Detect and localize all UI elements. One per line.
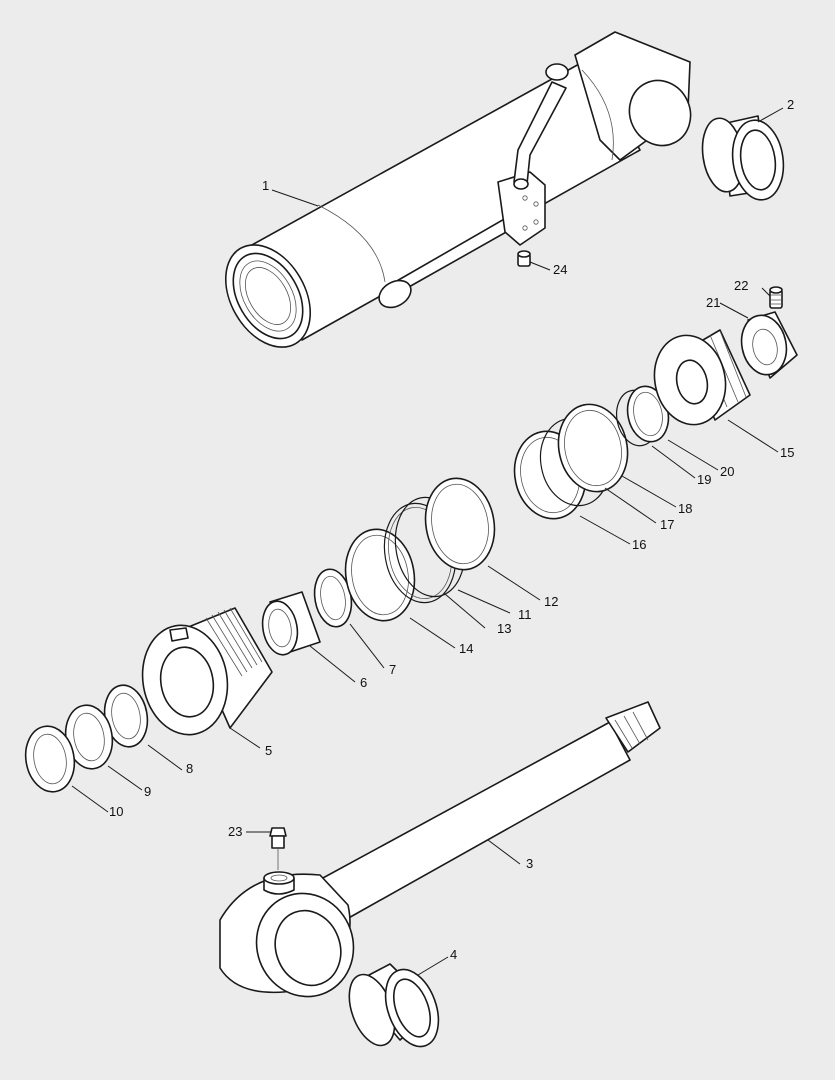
callout-9: 9 bbox=[144, 784, 151, 799]
part-14-backup-ring bbox=[344, 528, 416, 622]
callout-labels: 1 2 3 4 5 6 7 8 9 10 11 12 13 14 15 16 1… bbox=[109, 97, 794, 962]
callout-19: 19 bbox=[697, 472, 711, 487]
part-1-cylinder-barrel bbox=[224, 31, 692, 348]
callout-18: 18 bbox=[678, 501, 692, 516]
part-21-nut bbox=[740, 311, 798, 379]
callout-6: 6 bbox=[360, 675, 367, 690]
part-22-set-screw bbox=[769, 286, 783, 309]
part-15-piston bbox=[653, 329, 751, 426]
part-18-seal bbox=[557, 403, 629, 493]
callout-8: 8 bbox=[186, 761, 193, 776]
callout-5: 5 bbox=[265, 743, 272, 758]
callout-3: 3 bbox=[526, 856, 533, 871]
callout-10: 10 bbox=[109, 804, 123, 819]
callout-23: 23 bbox=[228, 824, 242, 839]
callout-2: 2 bbox=[787, 97, 794, 112]
callout-13: 13 bbox=[497, 621, 511, 636]
callout-15: 15 bbox=[780, 445, 794, 460]
part-10-wiper bbox=[24, 725, 76, 793]
part-12-backup-ring bbox=[424, 477, 496, 571]
callout-20: 20 bbox=[720, 464, 734, 479]
part-5-gland bbox=[141, 607, 273, 736]
part-23-grease-fitting bbox=[269, 827, 287, 870]
callout-1: 1 bbox=[262, 178, 269, 193]
callout-17: 17 bbox=[660, 517, 674, 532]
part-24-plug bbox=[517, 250, 531, 267]
callout-4: 4 bbox=[450, 947, 457, 962]
callout-22: 22 bbox=[734, 278, 748, 293]
callout-12: 12 bbox=[544, 594, 558, 609]
callout-14: 14 bbox=[459, 641, 473, 656]
part-6-bushing bbox=[261, 591, 321, 656]
part-3-piston-rod bbox=[219, 701, 661, 998]
callout-16: 16 bbox=[632, 537, 646, 552]
callout-11: 11 bbox=[518, 607, 532, 622]
callout-24: 24 bbox=[553, 262, 567, 277]
leader-lines bbox=[71, 107, 784, 976]
part-2-bushing bbox=[701, 115, 785, 201]
callout-21: 21 bbox=[706, 295, 720, 310]
part-4-bushing bbox=[348, 963, 440, 1048]
callout-7: 7 bbox=[389, 662, 396, 677]
